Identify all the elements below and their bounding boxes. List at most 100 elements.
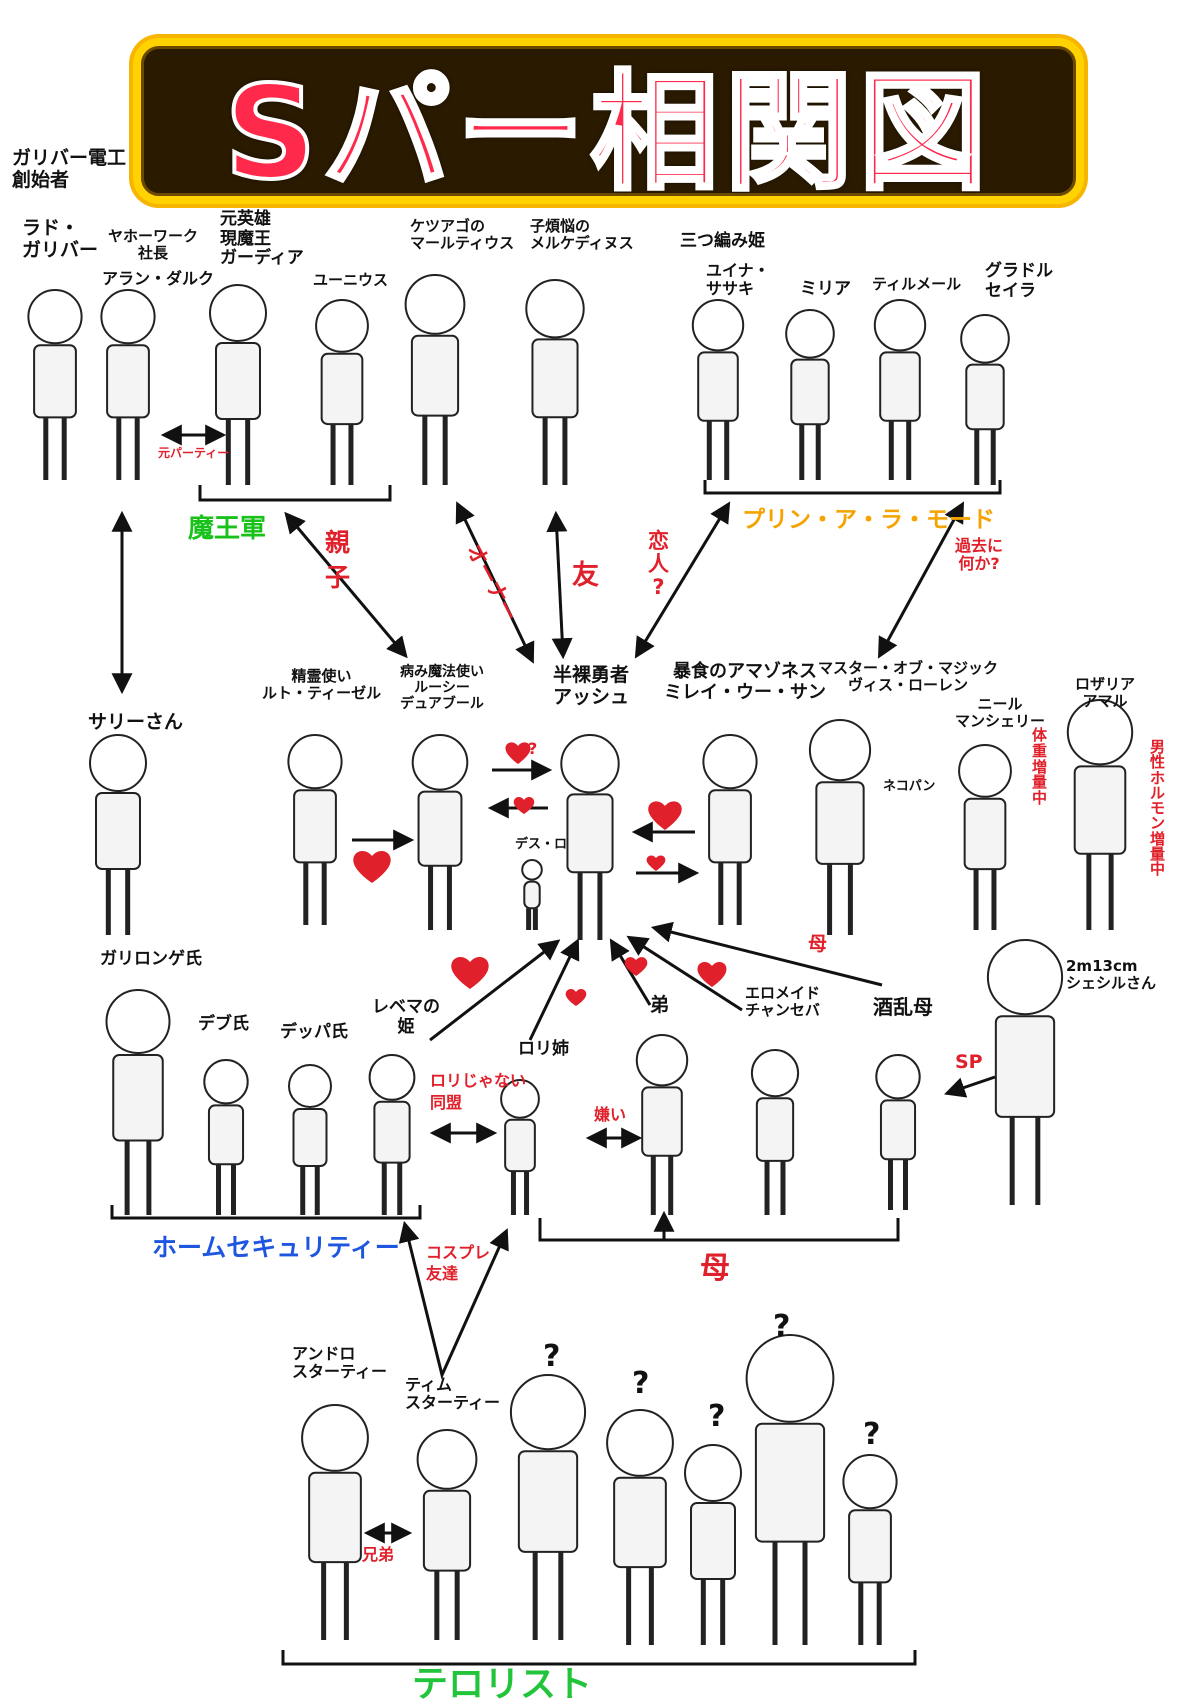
bracket-haha (538, 1218, 900, 1242)
figure-neal (958, 744, 1012, 930)
arrow-tomo (546, 510, 573, 660)
figure-gardia (209, 284, 267, 485)
figure-seira (960, 314, 1010, 485)
unknown-mark-4: ? (773, 1309, 791, 1344)
figure-roli (500, 1079, 540, 1215)
figure-revema (368, 1054, 416, 1215)
heart-icon (451, 956, 489, 989)
label-yuina: ユイナ・ ササキ (706, 261, 770, 299)
figure-unknown-4 (745, 1334, 835, 1645)
title-banner: Sパー相関図 (133, 38, 1084, 210)
rel-sp: SP (955, 1051, 983, 1073)
figure-ash (560, 734, 620, 940)
group-purin: プリン・ア・ラ・モード (742, 507, 995, 533)
figure-yuina (691, 299, 745, 480)
figure-rad (27, 289, 83, 480)
label-roli: ロリ姉 (518, 1039, 569, 1059)
unknown-mark-2: ? (632, 1366, 650, 1401)
page-title: Sパー相関図 (222, 57, 993, 210)
figure-unknown-3 (684, 1444, 742, 1645)
heart-icon (648, 801, 682, 830)
figure-tilmeal (873, 299, 927, 480)
figure-merkedinus (525, 279, 585, 485)
figure-andro (301, 1404, 369, 1640)
heart-icon (513, 797, 535, 814)
figure-martius (404, 274, 466, 485)
label-martius: ケツアゴの マールティウス (410, 217, 515, 253)
group-home: ホームセキュリティー (152, 1233, 400, 1262)
arrow-revema-ash (429, 939, 561, 1042)
figure-debu (203, 1059, 249, 1215)
figure-ero-maid (750, 1049, 800, 1215)
unknown-mark-5: ? (863, 1417, 881, 1452)
figure-death (521, 859, 543, 930)
label-merkedinus: 子煩悩の メルケディヌス (530, 217, 634, 253)
figure-tim (416, 1429, 478, 1640)
rel-haha-top: 母 (808, 933, 828, 955)
heart-icon (565, 989, 587, 1006)
label-seira: グラドル セイラ (985, 261, 1053, 301)
figure-rosalia (1066, 699, 1134, 930)
label-garilong: ガリロンゲ氏 (100, 949, 202, 969)
arrow-koibito (634, 501, 731, 659)
unknown-mark-3: ? (708, 1399, 726, 1434)
figure-eunius (315, 299, 369, 485)
rel-kirai: 嫌い (594, 1105, 627, 1124)
figure-sakemo (875, 1054, 921, 1210)
rel-hormone: 男 性 ホ ル モ ン 増 量 中 (1150, 738, 1166, 879)
bracket-purin (703, 480, 1002, 495)
arrow-oyako (284, 511, 408, 659)
figure-lut (287, 734, 343, 925)
arrow-kako (877, 501, 965, 659)
heart-icon (624, 957, 648, 976)
label-ero-maid: エロメイド チャンセバ (745, 984, 821, 1020)
label-death: デス・ロ (515, 837, 568, 852)
arrow-owner (455, 501, 535, 664)
arrow-maid-ash (626, 935, 743, 1012)
rel-kyoudai: 兄弟 (362, 1545, 395, 1564)
unknown-mark-1: ? (543, 1339, 561, 1374)
arrow-otouto-ash (609, 938, 652, 1006)
label-neal: ニール マンシェリー (955, 695, 1046, 731)
label-lut: 精霊使い ルト・ティーゼル (262, 667, 382, 703)
rel-moto-party: 元パーティー (158, 446, 230, 460)
figure-alan (100, 289, 156, 480)
arrow-roli-ash (528, 938, 580, 1041)
figure-cecil (986, 939, 1064, 1205)
heart-icon (697, 961, 727, 987)
label-eunius: ユーニウス (313, 271, 389, 289)
heart-icon (353, 850, 391, 883)
label-tim: ティム スターティー (405, 1375, 501, 1413)
label-lucy: 病み魔法使い ルーシー デュアブール (400, 664, 484, 713)
rel-haha-bottom: 母 (700, 1251, 730, 1286)
heart-icon (505, 742, 531, 764)
label-cecil: 2m13cm シェシルさん (1066, 957, 1157, 993)
label-deppa: デッパ氏 (280, 1022, 348, 1042)
label-yaho-title: ヤホーワーク 社長 (108, 227, 199, 263)
figure-lucy (411, 734, 469, 930)
bracket-home (110, 1205, 422, 1220)
rel-heart-q: ? (528, 739, 538, 758)
label-founder: ガリバー電工 創始者 (12, 147, 127, 191)
figure-unknown-2 (606, 1409, 674, 1645)
figure-otouto (635, 1034, 689, 1215)
rel-koibito: 恋 人 ? (648, 529, 669, 600)
figure-deppa (288, 1064, 332, 1215)
rel-oyako: 親 子 (325, 528, 351, 592)
label-revema: レベマの 姫 (372, 997, 440, 1037)
label-tilmeal: ティルメール (872, 275, 962, 293)
label-rosalia: ロザリア アマル (1075, 675, 1136, 711)
figure-mirei (702, 734, 758, 925)
group-terror: テロリスト (412, 1664, 593, 1705)
heart-icon (646, 855, 666, 871)
rel-weight: 体 重 増 量 中 (1032, 726, 1048, 807)
figure-unknown-1 (509, 1374, 587, 1640)
rel-tomo: 友 (572, 560, 599, 591)
figure-unknown-5 (842, 1454, 898, 1645)
label-ash: 半裸勇者 アッシュ (553, 664, 630, 708)
bracket-maou (198, 485, 392, 502)
group-maou: 魔王軍 (188, 514, 267, 544)
label-sakemo: 酒乱母 (873, 995, 933, 1019)
